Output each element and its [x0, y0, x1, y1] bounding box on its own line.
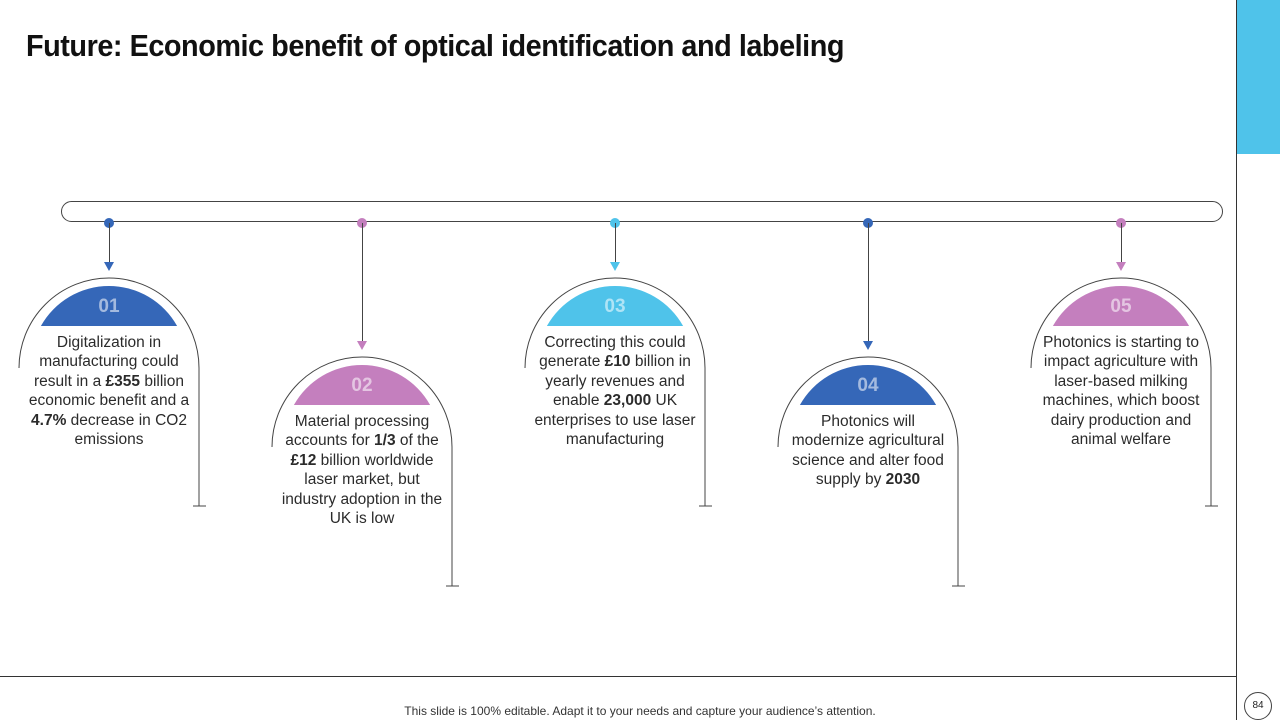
connector-line	[615, 223, 616, 262]
step-arc	[524, 277, 712, 507]
connector-line	[362, 223, 363, 341]
step-number: 02	[351, 375, 373, 396]
page-number: 84	[1244, 692, 1272, 720]
highlight-value: 2030	[885, 471, 921, 489]
step-cap	[40, 286, 178, 326]
connector-line	[868, 223, 869, 341]
step-arc	[777, 356, 965, 587]
page-title: Future: Economic benefit of optical iden…	[26, 28, 845, 63]
bottom-divider	[0, 676, 1237, 677]
footer-note: This slide is 100% editable. Adapt it to…	[404, 704, 876, 718]
connector-line	[109, 223, 110, 262]
highlight-value: 1/3	[374, 432, 396, 450]
arrow-down-icon	[863, 341, 873, 350]
arrow-down-icon	[104, 262, 114, 271]
step-arc	[1030, 277, 1218, 507]
accent-bar	[1237, 0, 1280, 154]
step-arc	[18, 277, 206, 507]
step-description: Photonics will modernize agricultural sc…	[791, 413, 945, 489]
highlight-value: £355	[105, 372, 141, 390]
step-cap	[799, 365, 937, 405]
highlight-value: 23,000	[603, 392, 652, 410]
step-description: Material processing accounts for 1/3 of …	[281, 413, 443, 528]
highlight-value: 4.7%	[31, 411, 67, 429]
highlight-value: £10	[604, 353, 631, 371]
connector-line	[1121, 223, 1122, 262]
step-description: Correcting this could generate £10 billi…	[534, 334, 696, 449]
step-number: 04	[857, 375, 879, 396]
arrow-down-icon	[357, 341, 367, 350]
right-divider	[1236, 0, 1237, 720]
step-cap	[293, 365, 431, 405]
step-number: 05	[1110, 296, 1132, 317]
step-cap	[1052, 286, 1190, 326]
highlight-value: £12	[290, 451, 317, 469]
step-number: 01	[98, 296, 120, 317]
step-number: 03	[604, 296, 626, 317]
arrow-down-icon	[610, 262, 620, 271]
step-arc	[271, 356, 459, 587]
arrow-down-icon	[1116, 262, 1126, 271]
step-description: Photonics is starting to impact agricult…	[1042, 334, 1200, 449]
step-cap	[546, 286, 684, 326]
step-description: Digitalization in manufacturing could re…	[28, 334, 190, 449]
timeline-bar	[61, 201, 1223, 222]
